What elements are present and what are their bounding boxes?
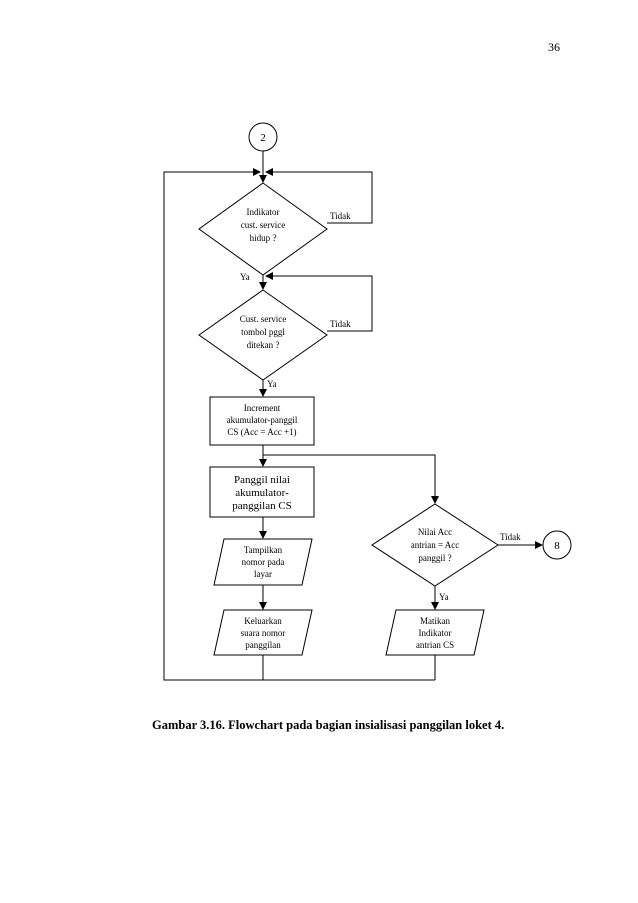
loop-line-tidak-1 — [265, 168, 373, 224]
decision-tombol-line-3: ditekan ? — [247, 340, 280, 350]
decision-indikator-line-3: hidup ? — [250, 233, 277, 243]
process-increment-line-1: Increment — [244, 403, 281, 413]
loop-line-tidak-2 — [265, 272, 373, 332]
decision-nilai-acc-line-2: antrian = Acc — [411, 540, 460, 550]
decision-tombol-line-2: tombol pggl — [241, 327, 285, 337]
label-ya-2: Ya — [267, 379, 277, 389]
decision-nilai-acc-line-3: panggil ? — [418, 553, 451, 563]
connector-out-label: 8 — [554, 540, 560, 552]
process-increment-line-2: akumulator-panggil — [227, 415, 298, 425]
outer-return-line — [163, 168, 263, 681]
page-number: 36 — [548, 40, 560, 54]
decision-nilai-acc-line-1: Nilai Acc — [418, 527, 452, 537]
connector-in-label: 2 — [260, 132, 266, 144]
process-panggil-line-1: Panggil nilai — [234, 474, 290, 486]
io-matikan-line-3: antrian CS — [416, 640, 454, 650]
process-increment-line-3: CS (Acc = Acc +1) — [227, 427, 296, 437]
io-tampilkan-shape — [213, 538, 313, 586]
label-ya-1: Ya — [240, 272, 250, 282]
label-ya-3: Ya — [439, 592, 449, 602]
io-keluarkan-line-3: panggilan — [245, 640, 281, 650]
decision-indikator-line-1: Indikator — [247, 207, 280, 217]
process-panggil-line-3: panggilan CS — [232, 500, 292, 512]
label-tidak-3: Tidak — [500, 532, 521, 542]
io-matikan-line-2: Indikator — [419, 628, 452, 638]
io-keluarkan-shape — [213, 609, 313, 656]
process-increment-shape — [209, 396, 315, 446]
io-tampilkan-line-1: Tampilkan — [244, 545, 283, 555]
decision-tombol-line-1: Cust. service — [240, 314, 287, 324]
label-tidak-2: Tidak — [330, 319, 351, 329]
process-panggil-shape — [209, 466, 315, 518]
decision-indikator-line-2: cust. service — [241, 220, 285, 230]
branch-line — [263, 454, 439, 504]
label-tidak-1: Tidak — [330, 211, 351, 221]
io-tampilkan-line-2: nomor pada — [242, 557, 285, 567]
io-keluarkan-line-1: Keluarkan — [244, 616, 282, 626]
figure-caption: Gambar 3.16. Flowchart pada bagian insia… — [152, 718, 505, 732]
io-keluarkan-line-2: suara nomor — [241, 628, 286, 638]
io-matikan-shape — [385, 609, 485, 656]
end-connector — [542, 530, 572, 560]
io-matikan-line-1: Matikan — [420, 616, 450, 626]
io-tampilkan-line-3: layar — [254, 569, 272, 579]
process-panggil-line-2: akumulator- — [235, 487, 289, 499]
